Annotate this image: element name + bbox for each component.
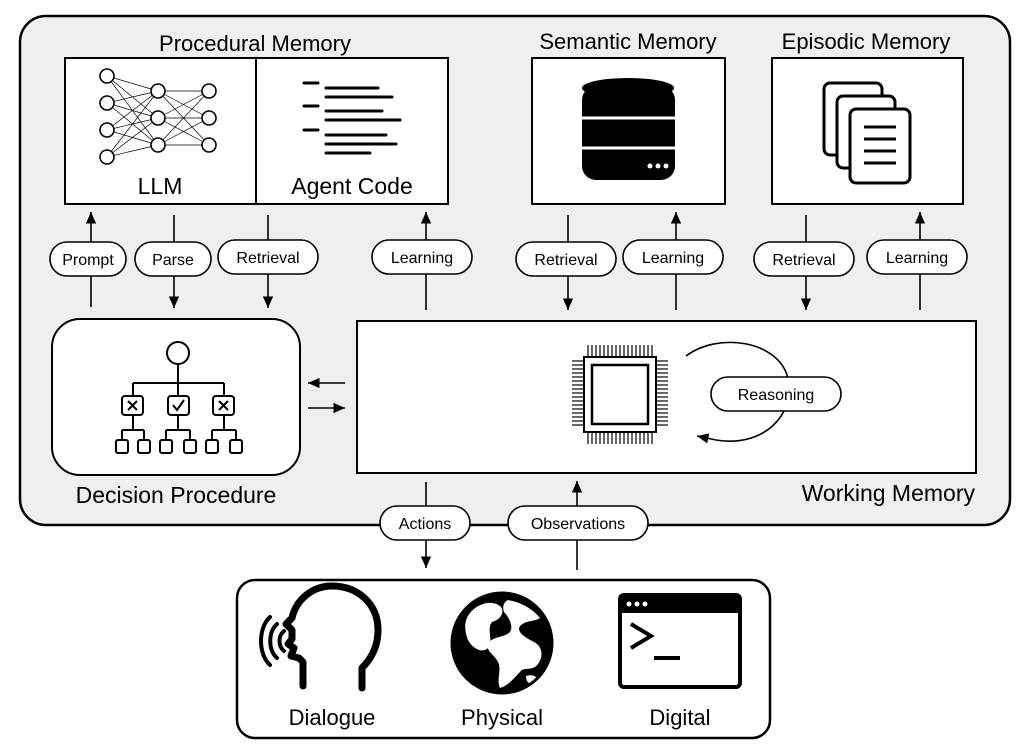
physical-label: Physical — [461, 705, 543, 730]
documents-icon — [822, 81, 912, 185]
actions-pill — [379, 505, 471, 541]
agent-code-label: Agent Code — [291, 173, 412, 199]
llm-label: LLM — [138, 173, 183, 199]
decision-tree-icon — [115, 341, 243, 454]
reasoning-label: Reasoning — [738, 387, 815, 404]
procedural-retrieval-label: Retrieval — [236, 250, 299, 267]
semantic-retrieval-label: Retrieval — [534, 252, 597, 269]
actions-label: Actions — [399, 516, 451, 533]
parse-pill — [134, 241, 212, 277]
database-icon — [582, 78, 675, 180]
neural-network-icon — [99, 68, 217, 165]
episodic-retrieval-label: Retrieval — [772, 252, 835, 269]
procedural-learning-label: Learning — [391, 250, 453, 267]
semantic-learning-pill — [622, 239, 724, 275]
procedural-learning-pill — [371, 239, 473, 275]
cpu-chip-icon — [572, 345, 668, 444]
observations-pill — [507, 505, 649, 541]
semantic-learning-label: Learning — [642, 250, 704, 267]
episodic-learning-label: Learning — [886, 250, 948, 267]
semantic-retrieval-pill — [515, 241, 617, 277]
globe-icon — [450, 591, 554, 695]
procedural-memory-title: Procedural Memory — [159, 31, 351, 56]
digital-label: Digital — [649, 705, 710, 730]
speaking-head-icon — [259, 582, 382, 692]
reasoning-pill — [710, 376, 842, 412]
prompt-label: Prompt — [62, 252, 114, 269]
episodic-learning-pill — [866, 239, 968, 275]
parse-label: Parse — [152, 252, 194, 269]
semantic-memory-title: Semantic Memory — [539, 29, 716, 54]
decision-procedure-title: Decision Procedure — [76, 482, 277, 508]
episodic-retrieval-pill — [753, 241, 855, 277]
terminal-icon — [618, 593, 742, 689]
observations-label: Observations — [531, 516, 625, 533]
code-lines-icon — [302, 81, 402, 155]
dialogue-label: Dialogue — [289, 705, 376, 730]
prompt-pill — [49, 241, 127, 277]
working-memory-title: Working Memory — [802, 480, 976, 506]
episodic-memory-title: Episodic Memory — [782, 29, 951, 54]
procedural-retrieval-pill — [217, 239, 319, 275]
